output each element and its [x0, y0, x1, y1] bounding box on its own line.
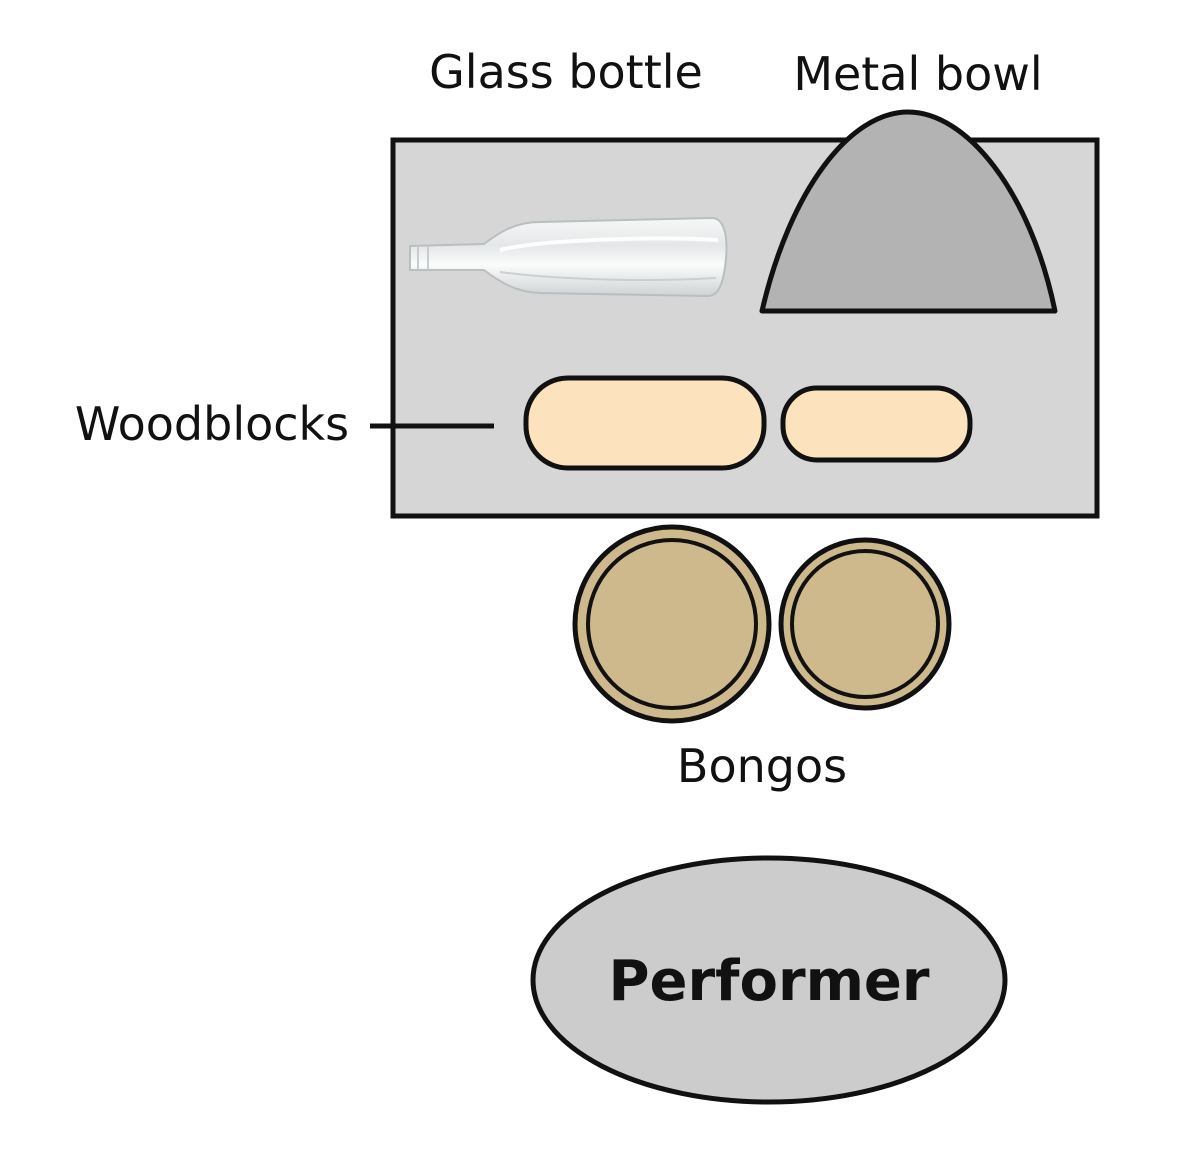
- metal-bowl: [759, 109, 1058, 314]
- glass-bottle-label: Glass bottle: [429, 45, 703, 99]
- metal-bowl-label: Metal bowl: [793, 47, 1042, 101]
- woodblocks-label: Woodblocks: [75, 397, 349, 451]
- bongo-large: [572, 524, 772, 724]
- woodblock-large: [523, 375, 767, 471]
- performer-label: Performer: [608, 949, 929, 1014]
- bongos-label: Bongos: [677, 739, 847, 793]
- glass-bottle: [409, 216, 728, 298]
- bongo-small: [778, 537, 952, 711]
- woodblock-small: [780, 385, 973, 463]
- performer-shape: [530, 855, 1008, 1105]
